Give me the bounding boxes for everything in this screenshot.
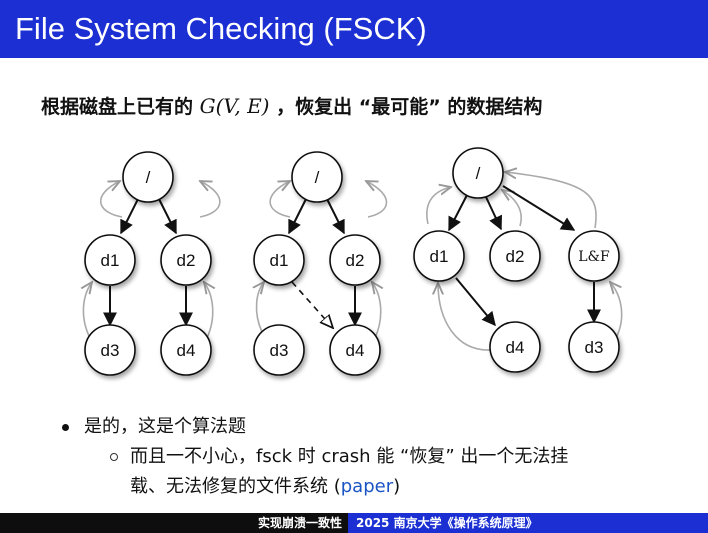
g1-node-d4: d4: [160, 324, 212, 376]
svg-text:d2: d2: [177, 251, 196, 270]
bullet-item-text: 是的，这是个算法题: [84, 416, 246, 437]
svg-text:d1: d1: [101, 251, 120, 270]
sub-bullet-line-2: 载、无法修复的文件系统 (paper): [130, 472, 400, 502]
graph-1: / d1 d2 d3 d4: [83, 151, 221, 376]
g2-edge-root-d1: [288, 196, 308, 235]
paper-link[interactable]: paper: [340, 476, 394, 497]
fsck-graphs-diagram: / d1 d2 d3 d4 /: [0, 147, 623, 376]
g3-back-edge-d4: [438, 283, 493, 351]
g2-edge-root-d2: [325, 196, 345, 235]
g3-edge-root-d2: [485, 196, 502, 231]
sub-bullet-line-2-close: ): [393, 476, 401, 497]
g1-node-d2: d2: [160, 234, 212, 286]
sub-bullet-line-2-text: 载、无法修复的文件系统 (: [130, 476, 341, 497]
bullet-dot-icon: [62, 424, 69, 431]
bullet-item: 是的，这是个算法题: [62, 412, 246, 442]
subtitle-math: G(V, E): [199, 94, 270, 118]
svg-text:/: /: [476, 164, 481, 183]
svg-text:d3: d3: [101, 341, 120, 360]
g1-node-d1: d1: [84, 234, 136, 286]
svg-text:d2: d2: [346, 251, 365, 270]
slide-footer: 实现崩溃一致性 2025 南京大学《操作系统原理》: [0, 513, 708, 533]
g2-node-d2: d2: [329, 234, 381, 286]
g3-node-lost-and-found: L&F: [568, 230, 620, 282]
g3-back-edge-d1: [426, 187, 451, 225]
hollow-bullet-icon: [110, 453, 118, 461]
svg-text:/: /: [146, 168, 151, 187]
g2-node-d3: d3: [253, 324, 305, 376]
footer-section-title: 实现崩溃一致性: [0, 513, 348, 533]
footer-course-title: 2025 南京大学《操作系统原理》: [348, 513, 708, 533]
g1-edge-root-d1: [120, 196, 140, 235]
svg-text:d3: d3: [270, 341, 289, 360]
g2-back-edge-d3: [256, 282, 264, 333]
g3-edge-root-d1: [448, 194, 468, 232]
g3-node-d3: d3: [568, 321, 620, 373]
svg-text:/: /: [315, 168, 320, 187]
g3-back-edge-d3: [610, 282, 623, 339]
g3-node-d1: d1: [413, 230, 465, 282]
graph-3: / d1 d2 L&F d4 d3: [413, 147, 623, 373]
subtitle-text-post: ，恢复出 “最可能” 的数据结构: [276, 96, 543, 118]
svg-text:d4: d4: [506, 338, 525, 357]
g2-node-root: /: [291, 151, 343, 203]
g2-node-d1: d1: [253, 234, 305, 286]
graph-2: / d1 d2 d3 d4: [253, 151, 388, 376]
g1-node-root: /: [122, 151, 174, 203]
g1-back-edge-d4: [204, 282, 213, 339]
g2-back-edge-d2: [366, 181, 388, 218]
slide-title: File System Checking (FSCK): [0, 0, 708, 58]
svg-text:d1: d1: [270, 251, 289, 270]
svg-text:d4: d4: [346, 341, 365, 360]
g3-node-d4: d4: [489, 321, 541, 373]
svg-text:d2: d2: [506, 247, 525, 266]
g1-edge-root-d2: [157, 196, 177, 235]
g2-node-d4: d4: [329, 324, 381, 376]
subtitle-text-pre: 根据磁盘上已有的: [41, 96, 194, 118]
g3-node-d2: d2: [489, 230, 541, 282]
g3-edge-d1-d4: [455, 277, 496, 327]
g3-back-edge-lf: [505, 172, 597, 229]
g2-dashed-edge-d1-d4: [291, 281, 333, 328]
g1-node-d3: d3: [84, 324, 136, 376]
svg-text:L&F: L&F: [578, 249, 610, 265]
g3-node-root: /: [452, 147, 504, 199]
sub-bullet-line-1: 而且一不小心，fsck 时 crash 能 “恢复” 出一个无法挂: [130, 446, 569, 467]
svg-text:d3: d3: [585, 338, 604, 357]
g2-back-edge-d4: [372, 282, 381, 339]
svg-text:d1: d1: [430, 247, 449, 266]
bullet-list: 是的，这是个算法题 而且一不小心，fsck 时 crash 能 “恢复” 出一个…: [62, 412, 568, 502]
svg-text:d4: d4: [177, 341, 196, 360]
g3-edge-root-lf: [502, 185, 576, 231]
slide-subtitle: 根据磁盘上已有的 G(V, E) ，恢复出 “最可能” 的数据结构: [41, 91, 542, 121]
g1-back-edge-d1: [99, 181, 123, 218]
g2-back-edge-d1: [269, 181, 290, 218]
g3-back-edge-d2: [502, 190, 522, 227]
g1-back-edge-d2: [200, 181, 221, 218]
g1-back-edge-d3: [83, 282, 92, 339]
